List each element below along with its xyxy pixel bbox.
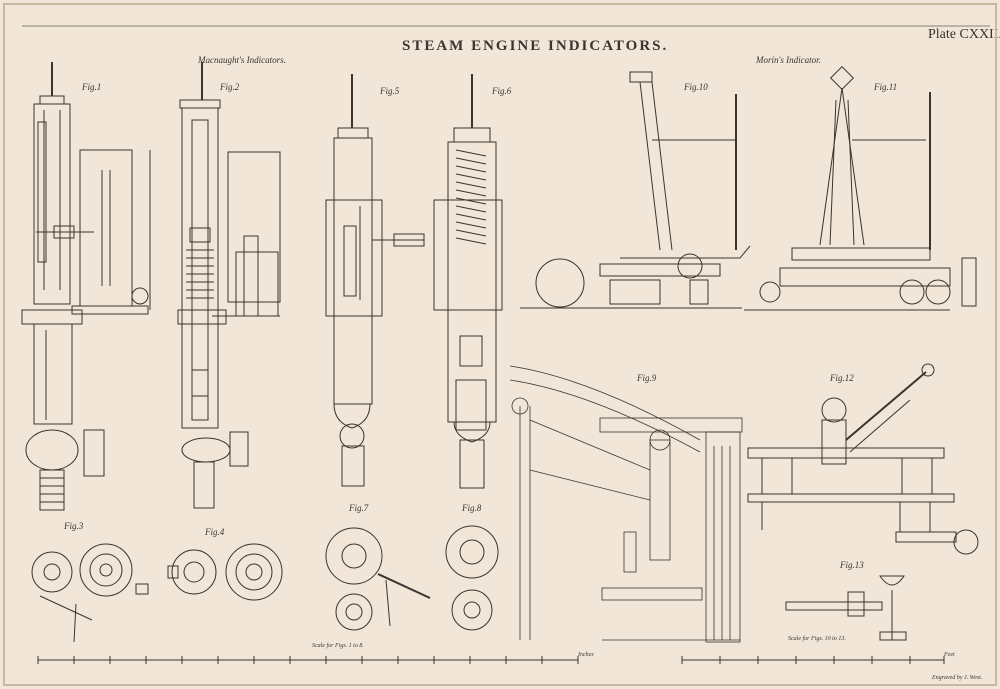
engraver-credit: Engraved by J. West. bbox=[932, 675, 983, 681]
left-scale-label: Scale for Figs. 1 to 8. bbox=[312, 643, 364, 649]
fig-9-drawing bbox=[509, 365, 743, 643]
left-scale-bar bbox=[37, 656, 579, 664]
morin-heading: Morin's Indicator. bbox=[756, 55, 821, 65]
plate-number: Plate CXXII. bbox=[928, 27, 1000, 42]
fig-13-drawing bbox=[785, 575, 907, 641]
fig-8-drawing bbox=[445, 525, 499, 631]
fig-12-drawing bbox=[747, 363, 979, 555]
right-scale-label: Scale for Figs. 10 to 13. bbox=[788, 636, 846, 642]
fig-4-label: Fig.4 bbox=[205, 527, 225, 537]
fig-5-label: Fig.5 bbox=[380, 86, 400, 96]
fig-12-label: Fig.12 bbox=[830, 373, 854, 383]
fig-10-drawing bbox=[520, 71, 751, 309]
fig-4-drawing bbox=[167, 543, 283, 601]
fig-10-label: Fig.10 bbox=[684, 82, 708, 92]
fig-13-label: Fig.13 bbox=[840, 560, 864, 570]
fig-7-drawing bbox=[325, 527, 431, 631]
fig-2-drawing bbox=[177, 62, 281, 509]
fig-7-label: Fig.7 bbox=[349, 503, 369, 513]
fig-3-drawing bbox=[31, 543, 149, 643]
fig-11-label: Fig.11 bbox=[874, 82, 898, 92]
plate-title: STEAM ENGINE INDICATORS. bbox=[402, 38, 669, 54]
macnaught-heading: Macnaught's Indicators. bbox=[198, 55, 286, 65]
left-scale-unit: Inches bbox=[578, 652, 594, 658]
fig-3-label: Fig.3 bbox=[64, 521, 84, 531]
fig-2-label: Fig.2 bbox=[220, 82, 240, 92]
plate-border bbox=[3, 3, 997, 686]
fig-1-label: Fig.1 bbox=[82, 82, 102, 92]
fig-6-label: Fig.6 bbox=[492, 86, 512, 96]
fig-1-drawing bbox=[21, 62, 151, 511]
fig-9-label: Fig.9 bbox=[637, 373, 657, 383]
fig-6-drawing bbox=[433, 74, 503, 489]
right-scale-unit: Feet bbox=[944, 652, 955, 658]
fig-11-drawing bbox=[744, 65, 977, 311]
fig-8-label: Fig.8 bbox=[462, 503, 482, 513]
right-scale-bar bbox=[681, 656, 945, 664]
fig-5-drawing bbox=[325, 74, 425, 487]
